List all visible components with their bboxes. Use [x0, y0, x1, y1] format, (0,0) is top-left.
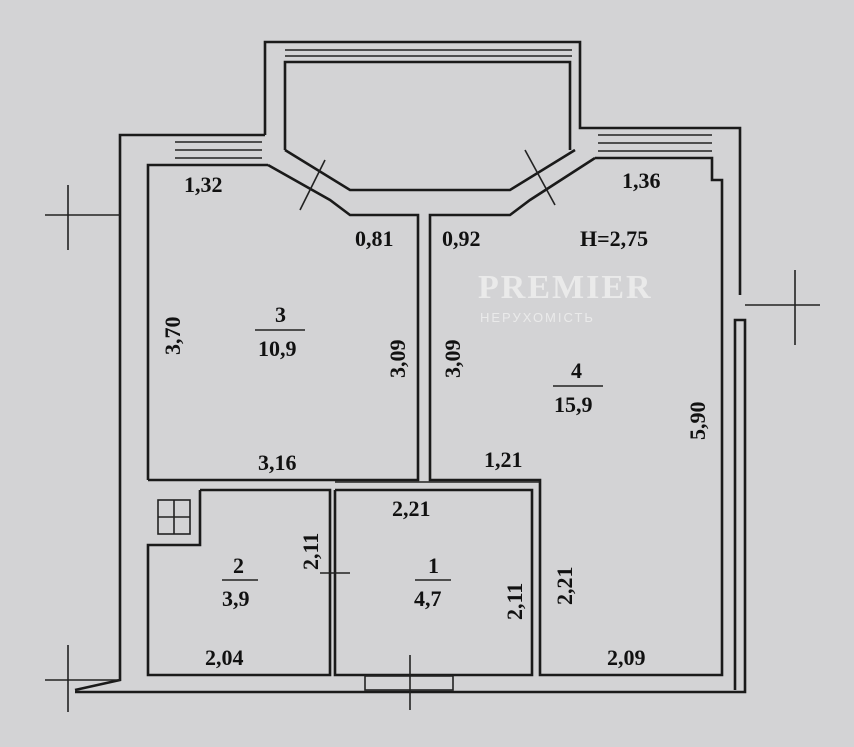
- dim-label: 0,92: [442, 226, 481, 251]
- room-4: 4 15,9: [553, 358, 603, 417]
- dim-label: 3,09: [440, 340, 465, 379]
- watermark-brand: PREMIER: [478, 269, 653, 306]
- walls: [74, 40, 747, 694]
- dim-label: 3,16: [258, 450, 297, 475]
- dim-label: 2,21: [552, 567, 577, 606]
- room-number: 4: [571, 358, 582, 383]
- watermark: PREMIER НЕРУХОМІСТЬ: [478, 269, 653, 325]
- dim-label: 3,70: [160, 317, 185, 356]
- dim-label: 2,04: [205, 645, 244, 670]
- dim-label: 2,21: [392, 496, 431, 521]
- windows: [157, 49, 712, 691]
- room-3: 3 10,9: [255, 302, 305, 361]
- dim-label: 2,11: [502, 583, 527, 620]
- watermark-sub: НЕРУХОМІСТЬ: [480, 310, 595, 325]
- dim-label: 2,09: [607, 645, 646, 670]
- dim-label: 1,36: [622, 168, 661, 193]
- dim-label: 2,11: [298, 533, 323, 570]
- room-area: 10,9: [258, 336, 297, 361]
- room-1: 1 4,7: [414, 553, 451, 611]
- dim-label: 3,09: [385, 340, 410, 379]
- ceiling-height: H=2,75: [580, 226, 648, 251]
- dim-label: 1,32: [184, 172, 223, 197]
- room-number: 2: [233, 553, 244, 578]
- room-area: 3,9: [222, 586, 250, 611]
- room-number: 3: [275, 302, 286, 327]
- labels: 1,32 1,36 0,81 0,92 H=2,75 3,70 3,09 3,0…: [160, 168, 710, 670]
- room-2: 2 3,9: [222, 553, 258, 611]
- room-area: 15,9: [554, 392, 593, 417]
- dim-label: 5,90: [685, 402, 710, 441]
- room-area: 4,7: [414, 586, 442, 611]
- room-number: 1: [428, 553, 439, 578]
- entry-marks: [45, 185, 820, 712]
- dim-label: 1,21: [484, 447, 523, 472]
- dim-label: 0,81: [355, 226, 394, 251]
